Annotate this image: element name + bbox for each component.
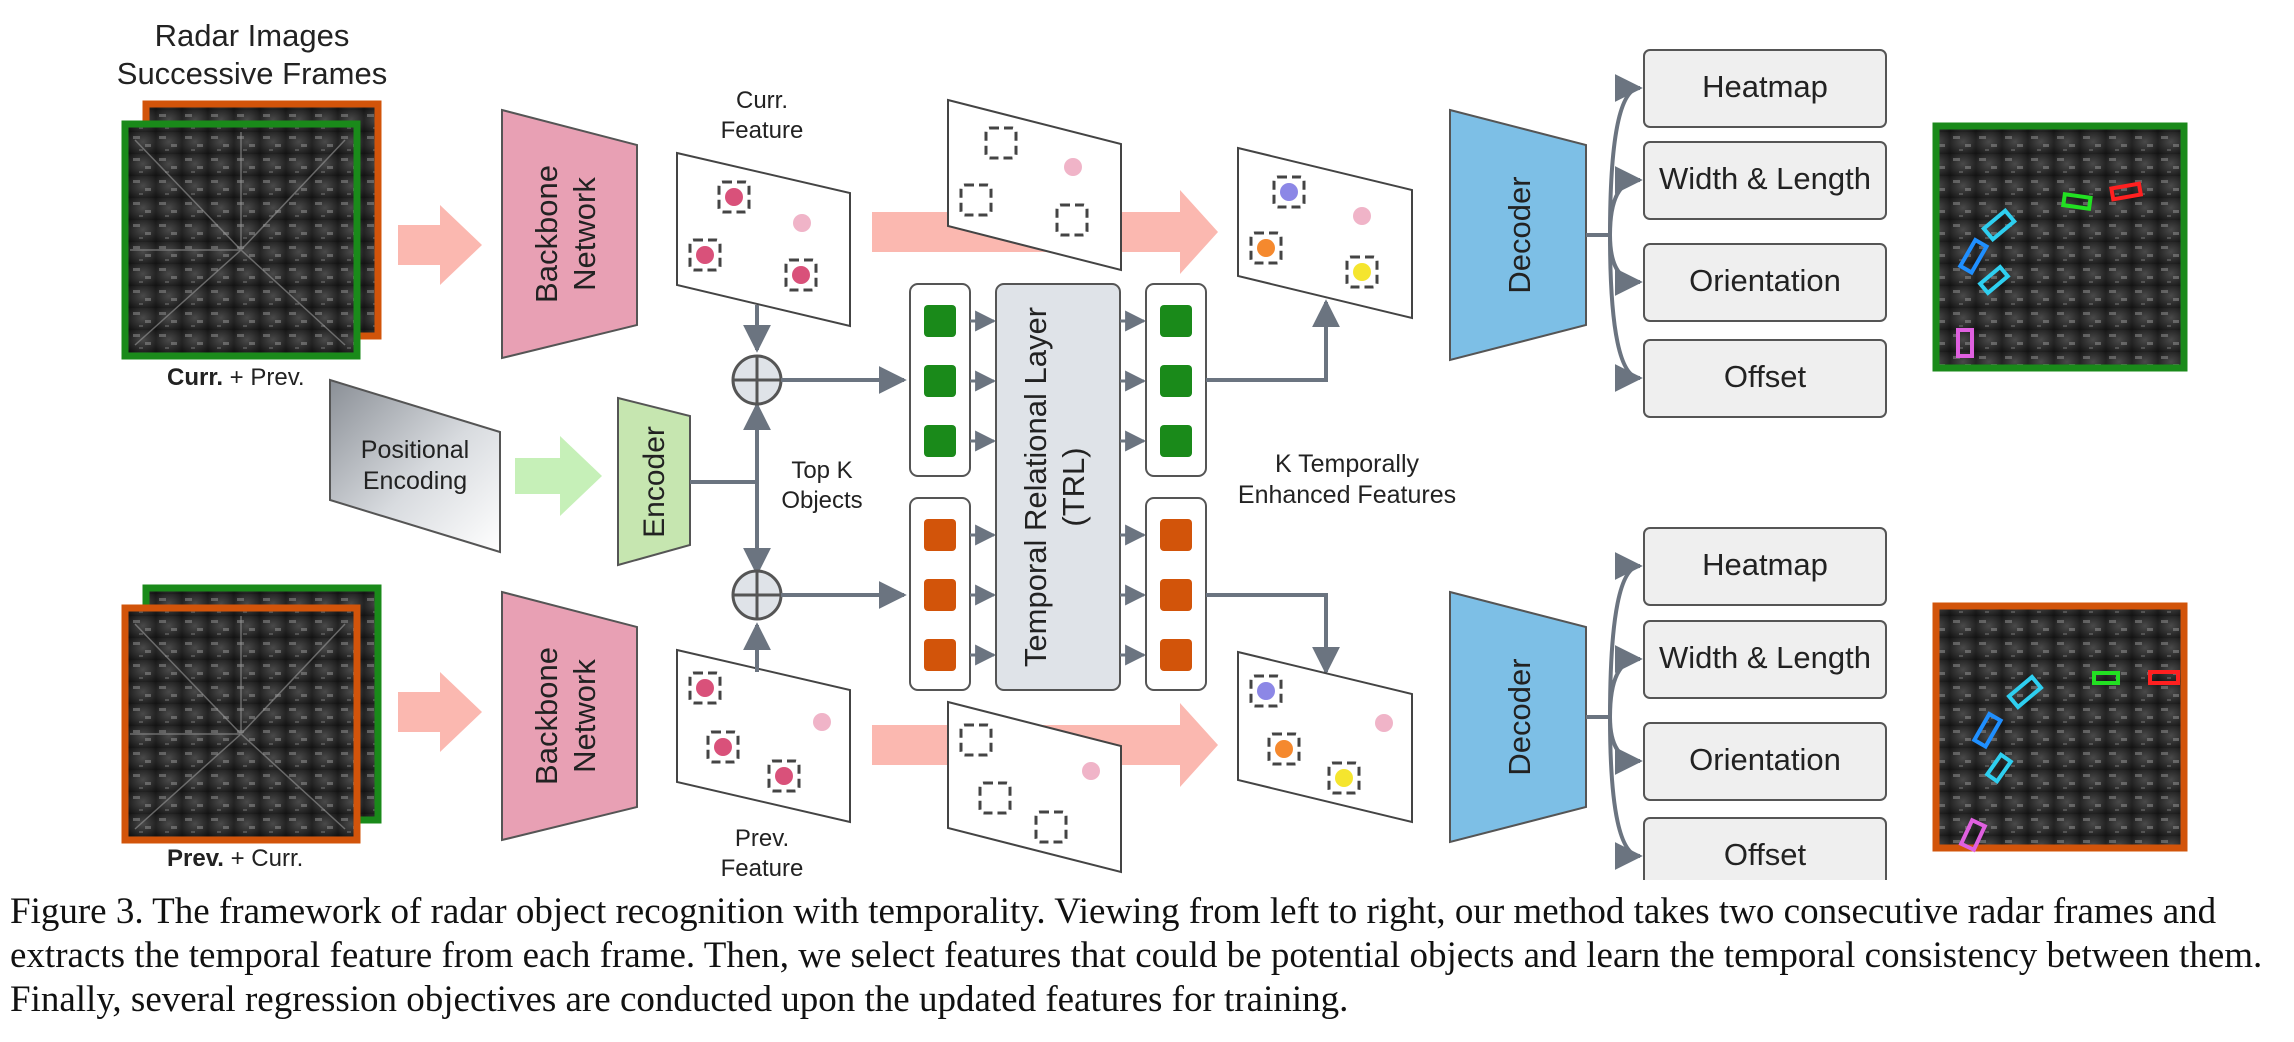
plus-node-top [731,354,783,406]
output-boxes-top: Heatmap Width & Length Orientation Offse… [1643,49,1887,418]
token-column-left-top [909,283,971,477]
radar-images-title-line2: Successive Frames [117,56,387,91]
curr-feature-label-line1: Curr. [736,87,788,114]
radar-rays-prev [130,616,346,830]
radar-images-title-line1: Radar Images [155,18,350,53]
backbone-network-bottom [501,590,638,842]
decoder-bottom-label: Decoder [1502,658,1537,775]
output-offset-top-label: Offset [1724,359,1807,394]
selected-objects-prev [947,700,1122,874]
output-orientation-top-label: Orientation [1689,263,1841,298]
temporal-relational-layer [995,283,1121,691]
decoder-bottom [1449,590,1587,844]
token-column-right-bottom [1145,497,1207,691]
figure-caption: Figure 3. The framework of radar object … [10,891,2263,1020]
output-width-length-top-label: Width & Length [1659,161,1871,196]
output-width-length-top [1643,141,1887,220]
output-heatmap-top [1643,49,1887,128]
trl-token-arrows-in [970,310,997,666]
prev-curr-label: Prev. + Curr. [167,845,303,872]
backbone-network-top [501,108,638,360]
radar-image-stack-current [121,100,382,360]
token-column-left-bottom [909,497,971,691]
decoder-top [1449,108,1587,362]
prev-feature-map [676,648,851,824]
k-temporal-label-line2: Enhanced Features [1238,481,1456,509]
output-heatmap-bottom [1643,527,1887,606]
backbone-top-label-line2: Network [567,177,602,291]
output-boxes-bottom: Heatmap Width & Length Orientation Offse… [1643,527,1887,880]
k-temporal-label-line1: K Temporally [1275,450,1420,478]
positional-encoding-box [329,378,501,554]
selected-objects-curr [947,98,1122,272]
output-offset-top [1643,339,1887,418]
encoder-label: Encoder [638,426,671,538]
output-orientation-bottom [1643,722,1887,801]
token-column-right-top [1145,283,1207,477]
topk-label-line2: Objects [781,487,862,514]
enhanced-feature-map-prev [1237,650,1413,824]
output-orientation-bottom-label: Orientation [1689,742,1841,777]
output-width-length-bottom [1643,620,1887,699]
enhanced-feature-map-curr [1237,146,1413,320]
result-image-curr [1932,122,2188,372]
prev-feature-label-line2: Feature [721,855,804,880]
result-image-prev [1932,602,2188,853]
output-offset-bottom-label: Offset [1724,837,1807,872]
trl-token-arrows-out [1120,310,1147,666]
positional-encoding-line2: Encoding [363,467,467,495]
input-arrow-top [398,205,482,285]
backbone-bottom-label-line2: Network [567,659,602,773]
trl-label-line1: Temporal Relational Layer [1018,307,1053,667]
output-heatmap-bottom-label: Heatmap [1702,547,1828,582]
tokens-to-enhanced-top [1206,299,1340,382]
decoder-top-label: Decoder [1502,176,1537,293]
prev-feature-label-line1: Prev. [735,825,789,852]
backbone-top-label-line1: Backbone [529,165,564,303]
encoder-box [617,396,691,567]
topk-label-line1: Top K [791,457,852,484]
curr-prev-label: Curr. + Prev. [167,364,305,391]
positional-arrow [515,436,602,516]
output-heatmap-top-label: Heatmap [1702,69,1828,104]
tokens-to-enhanced-bottom [1206,593,1340,675]
plus-node-bottom [731,569,783,621]
decoder-top-fanout [1586,74,1643,392]
positional-encoding-line1: Positional [361,436,469,464]
output-offset-bottom [1643,817,1887,880]
output-width-length-bottom-label: Width & Length [1659,640,1871,675]
radar-rays [130,132,346,346]
backbone-bottom-label-line1: Backbone [529,647,564,785]
output-orientation-top [1643,243,1887,322]
curr-feature-map [676,151,851,328]
decoder-bottom-fanout [1586,552,1643,870]
input-arrow-bottom [398,672,482,752]
radar-image-stack-previous [121,584,382,844]
curr-feature-label-line2: Feature [721,117,804,144]
framework-diagram: Radar Images Successive Frames Curr. + P… [117,18,2188,880]
trl-label-line2: (TRL) [1056,447,1091,526]
